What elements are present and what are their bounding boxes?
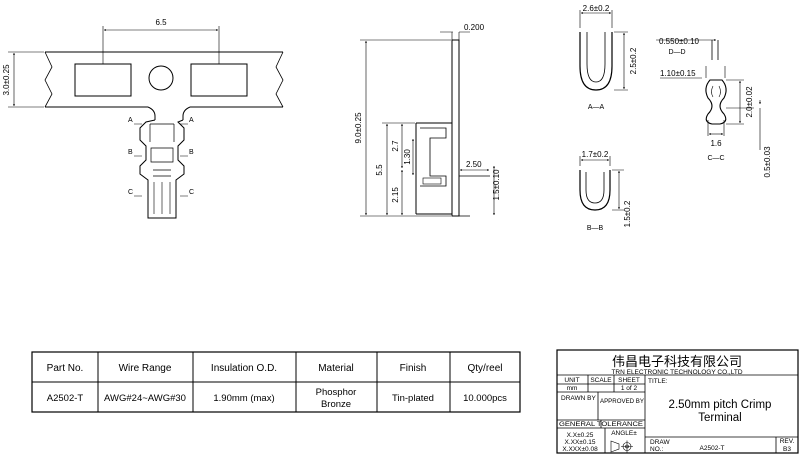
draw-no-label-1: DRAW	[650, 439, 670, 446]
side-view	[360, 31, 495, 217]
sheet-label: SHEET	[618, 377, 640, 384]
aa-top-dim: 2.6±0.2	[583, 4, 610, 13]
dd-label: D—D	[668, 49, 685, 56]
scale-label: SCALE	[590, 377, 612, 384]
side-upper-dim: 5.5	[375, 164, 384, 176]
spec-header-insulation: Insulation O.D.	[211, 363, 277, 374]
title-block	[556, 349, 799, 454]
side-overall-dim: 9.0±0.25	[354, 112, 363, 144]
section-mark-a-left: A	[128, 117, 133, 124]
aa-label: A—A	[588, 104, 605, 111]
unit-value: mm	[567, 385, 578, 392]
section-bb	[579, 156, 624, 211]
section-mark-b-left: B	[128, 149, 133, 156]
side-15-dim: 1.5±0.10	[492, 169, 501, 201]
bb-label: B—B	[587, 225, 604, 232]
sheet-value: 1 of 2	[621, 385, 638, 392]
unit-label: UNIT	[564, 377, 579, 384]
draw-no-label-2: NO.:	[650, 446, 664, 453]
side-130-dim: 1.30	[403, 149, 412, 165]
bb-height-dim: 1.5±0.2	[623, 200, 632, 227]
drawing-title-line1: 2.50mm pitch Crimp	[669, 399, 772, 411]
projection-symbol-icon	[610, 440, 633, 453]
section-mark-b-right: B	[189, 149, 194, 156]
rev-value: B3	[783, 446, 791, 453]
section-mark-c-right: C	[189, 189, 194, 196]
cc-label: C—C	[707, 155, 724, 162]
spec-insulation: 1.90mm (max)	[213, 393, 274, 404]
general-tolerance-label: GENERAL TOLERANCE	[559, 421, 644, 428]
spec-header-finish: Finish	[400, 363, 427, 374]
spec-header-qty: Qty/reel	[467, 363, 502, 374]
side-thickness-dim: 0.200	[464, 23, 485, 32]
spec-table	[31, 351, 521, 413]
rev-label: REV.	[780, 438, 795, 445]
spec-material-line2: Bronze	[321, 399, 351, 410]
side-250-dim: 2.50	[466, 160, 482, 169]
spec-qty: 10.000pcs	[463, 393, 507, 404]
spec-finish: Tin-plated	[392, 393, 434, 404]
cc-width-dim: 1.10±0.15	[660, 69, 696, 78]
spec-header-material: Material	[318, 363, 354, 374]
tolerance-1: X.X±0.25	[567, 432, 594, 439]
spec-header-wire-range: Wire Range	[119, 363, 172, 374]
side-27-dim: 2.7	[391, 140, 400, 152]
spec-part-no: A2502-T	[47, 393, 84, 404]
front-width-dim: 6.5	[155, 18, 167, 27]
drawing-title-line2: Terminal	[698, 412, 741, 424]
aa-height-dim: 2.5±0.2	[629, 47, 638, 74]
angle-label: ANGLE±	[611, 430, 637, 437]
cc-height-dim: 2.0±0.02	[745, 86, 754, 118]
draw-no-value: A2502-T	[700, 445, 725, 452]
section-dd-cc	[656, 39, 760, 150]
side-215-dim: 2.15	[391, 187, 400, 203]
front-height-dim: 3.0±0.25	[2, 64, 11, 96]
section-mark-c-left: C	[128, 189, 133, 196]
section-aa	[579, 10, 628, 91]
cc-base-dim: 1.6	[710, 139, 722, 148]
approved-by-label: APPROVED BY	[600, 398, 645, 405]
bb-top-dim: 1.7±0.2	[582, 150, 609, 159]
cc-thickness-dim: 0.5±0.03	[763, 146, 772, 178]
front-view	[8, 26, 284, 219]
dd-dim: 0.550±0.10	[659, 37, 700, 46]
tolerance-2: X.XX±0.15	[564, 439, 595, 446]
spec-material-line1: Phosphor	[316, 387, 357, 398]
company-name-zh: 伟昌电子科技有限公司	[612, 355, 742, 370]
title-label: TITLE:	[648, 378, 668, 385]
spec-wire-range: AWG#24~AWG#30	[104, 393, 186, 404]
tolerance-3: X.XXX±0.08	[562, 446, 598, 453]
drawn-by-label: DRAWN BY	[561, 395, 596, 402]
spec-header-part-no: Part No.	[47, 363, 84, 374]
section-mark-a-right: A	[189, 117, 194, 124]
company-name-en: TRN ELECTRONIC TECHNOLOGY CO.,LTD	[611, 369, 742, 376]
